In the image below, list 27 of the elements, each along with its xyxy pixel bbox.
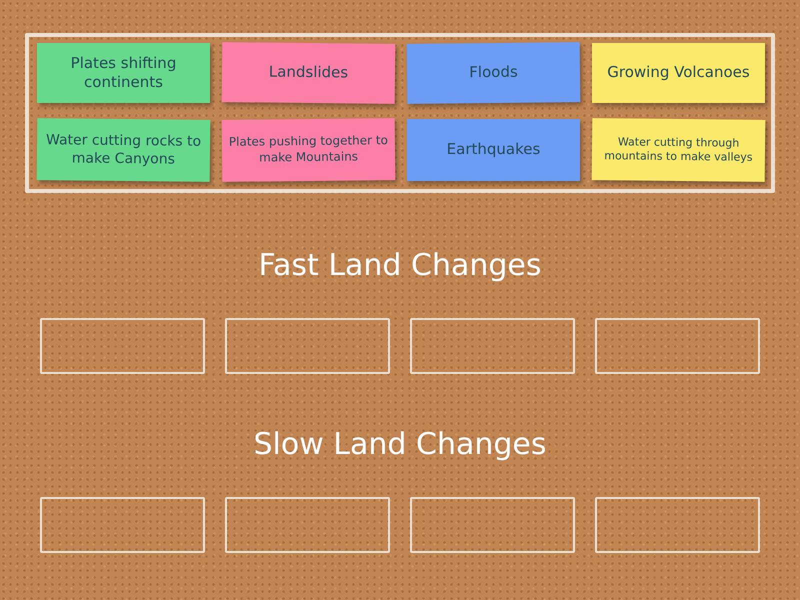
sticky-note — [592, 43, 765, 103]
answer-box — [410, 318, 575, 374]
sticky-note — [37, 43, 210, 103]
note-text: Plates pushing together to make Mountains — [228, 134, 389, 166]
answer-box — [40, 497, 205, 553]
sticky-note — [222, 42, 396, 104]
answer-box — [225, 318, 390, 374]
sticky-note — [36, 118, 210, 182]
note-text: Water cutting rocks to make Canyons — [44, 131, 202, 170]
note-text: Landslides — [268, 62, 348, 84]
answer-box — [410, 497, 575, 553]
answer-box — [595, 497, 760, 553]
sticky-note — [222, 118, 396, 182]
sticky-note — [407, 119, 580, 181]
sticky-note — [406, 42, 580, 104]
answer-box — [225, 497, 390, 553]
note-text: Water cutting through mountains to make valleys — [603, 134, 754, 166]
section-heading: Fast Land Changes — [258, 248, 542, 283]
answer-box — [595, 318, 760, 374]
note-text: Earthquakes — [446, 140, 540, 160]
answer-box — [40, 318, 205, 374]
chalk-frame — [25, 33, 775, 193]
note-text: Floods — [469, 63, 518, 83]
section-heading: Slow Land Changes — [254, 427, 546, 462]
sticky-note — [592, 118, 766, 182]
note-text: Growing Volcanoes — [607, 63, 750, 83]
note-text: Plates shifting continents — [70, 54, 178, 92]
